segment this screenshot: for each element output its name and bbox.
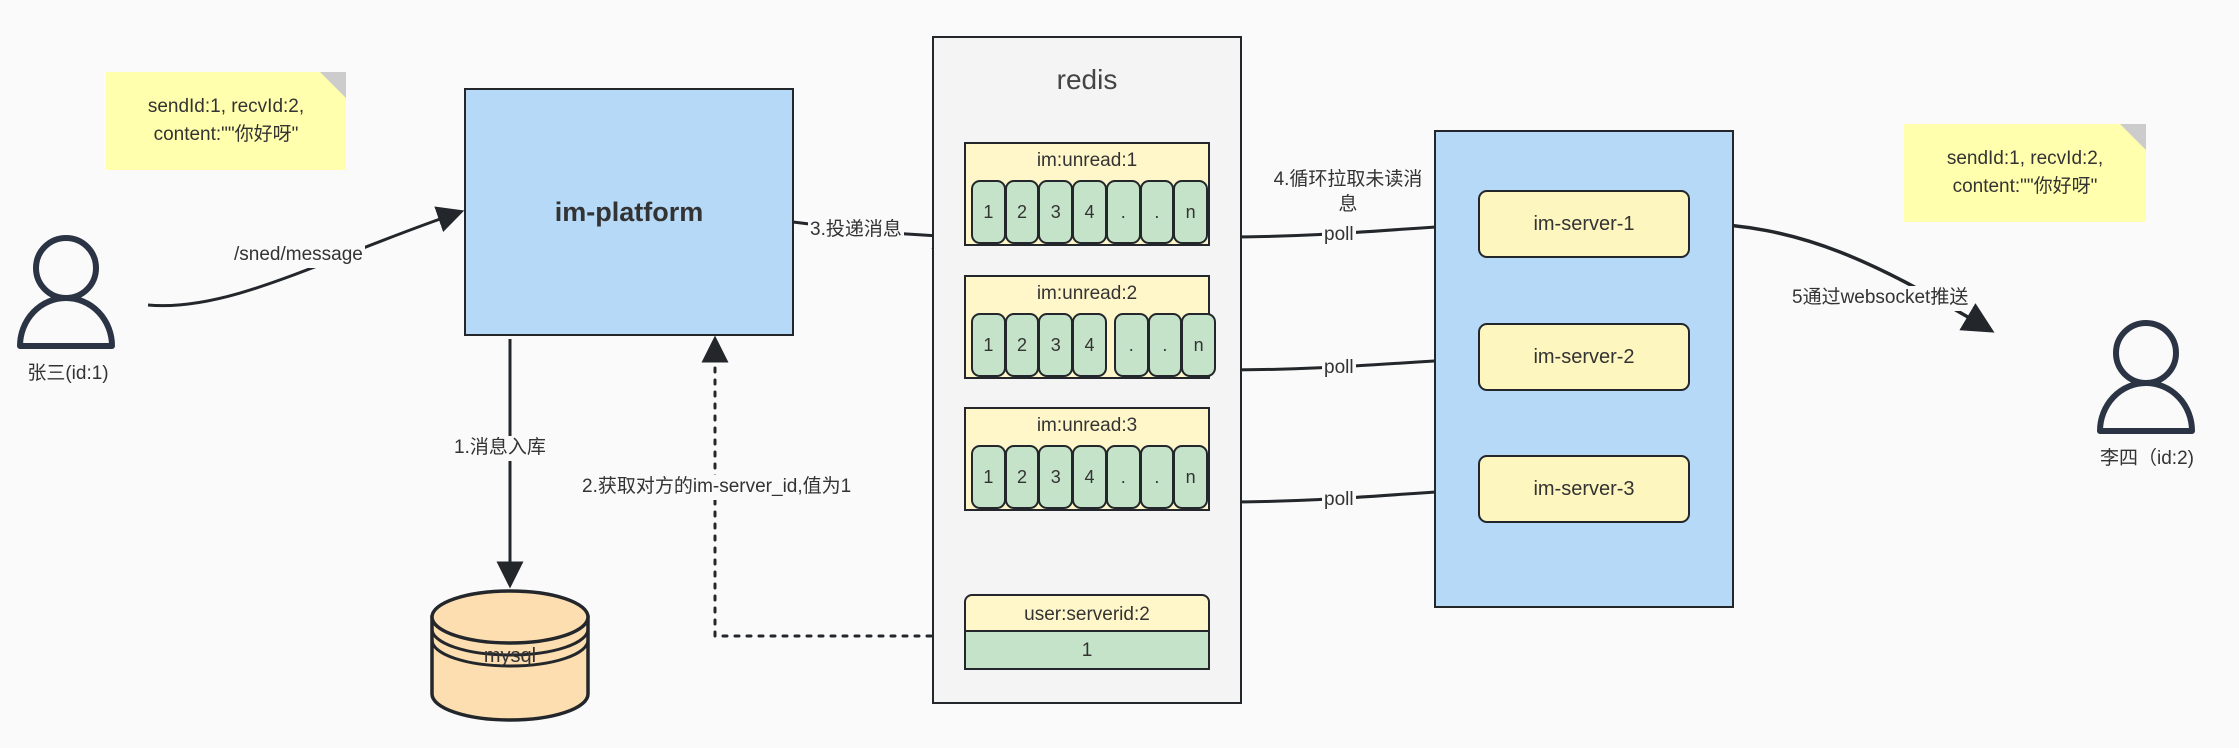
redis-list-cell: 4: [1072, 313, 1107, 377]
mysql-label: mysql: [483, 645, 537, 667]
note-left: sendId:1, recvId:2, content:""你好呀": [106, 72, 346, 170]
im-server-box[interactable]: im-server-3: [1478, 455, 1690, 523]
redis-list-key: im:unread:3: [1036, 415, 1138, 436]
im-platform-label: im-platform: [554, 196, 704, 227]
redis-list-cell: 4: [1072, 445, 1107, 509]
note-right-text: sendId:1, recvId:2, content:""你好呀": [1946, 148, 2104, 197]
edge-label-send-message: /sned/message: [232, 243, 365, 268]
edge-label-step3: 3.投递消息: [808, 218, 904, 243]
redis-list-cell: 3: [1038, 313, 1074, 377]
redis-list-cell: .: [1113, 313, 1149, 377]
redis-list-key: im:unread:1: [1036, 150, 1138, 171]
redis-list-cell: n: [1173, 180, 1208, 244]
im-server-label: im-server-1: [1533, 212, 1635, 235]
redis-list-cell: 1: [971, 313, 1006, 377]
redis-title: redis: [1056, 64, 1118, 95]
im-server-box[interactable]: im-server-1: [1478, 190, 1690, 258]
redis-list-cell: .: [1147, 313, 1183, 377]
edge-label-step2: 2.获取对方的im-server_id,值为1: [580, 475, 854, 500]
redis-list-cell: n: [1181, 313, 1216, 377]
redis-list-cell: 4: [1072, 180, 1107, 244]
redis-list-cell: .: [1139, 180, 1175, 244]
redis-list-cell: .: [1139, 445, 1175, 509]
redis-list-cell: .: [1105, 180, 1141, 244]
im-server-box[interactable]: im-server-2: [1478, 323, 1690, 391]
redis-list-cell: n: [1173, 445, 1208, 509]
edge-label-step5: 5通过websocket推送: [1790, 286, 1971, 311]
redis-kv-value: 1: [964, 632, 1210, 670]
note-right: sendId:1, recvId:2, content:""你好呀": [1904, 124, 2146, 222]
mysql-node: mysql: [432, 645, 588, 675]
redis-list-cell: 3: [1038, 180, 1074, 244]
note-left-text: sendId:1, recvId:2, content:""你好呀": [147, 96, 305, 145]
redis-list-cell: .: [1105, 445, 1141, 509]
edge-label-poll-2: poll: [1322, 356, 1356, 381]
edge-label-poll-1: poll: [1322, 223, 1356, 248]
redis-list-cell: 1: [971, 445, 1006, 509]
edge-label-poll-3: poll: [1322, 488, 1356, 513]
im-server-label: im-server-2: [1533, 345, 1635, 368]
im-server-label: im-server-3: [1533, 477, 1635, 500]
redis-kv-key: user:serverid:2: [964, 594, 1210, 632]
sender-label: 张三(id:1): [27, 363, 109, 384]
im-platform-box[interactable]: im-platform: [464, 88, 794, 336]
redis-kv-box: user:serverid:2 1: [964, 594, 1210, 670]
receiver-actor-icon: [2097, 320, 2195, 434]
edge-label-step1: 1.消息入库: [452, 436, 548, 461]
redis-list-cell: 3: [1038, 445, 1074, 509]
redis-list-key: im:unread:2: [1036, 283, 1138, 304]
redis-list-cell: 2: [1004, 445, 1040, 509]
redis-list-cell: 2: [1004, 180, 1040, 244]
edge-label-step4: 4.循环拉取未读消 息: [1258, 168, 1438, 218]
redis-list-cell: 1: [971, 180, 1006, 244]
redis-list-cell: 2: [1004, 313, 1040, 377]
sender-actor-icon: [17, 235, 115, 349]
receiver-label: 李四（id:2): [2100, 448, 2194, 469]
